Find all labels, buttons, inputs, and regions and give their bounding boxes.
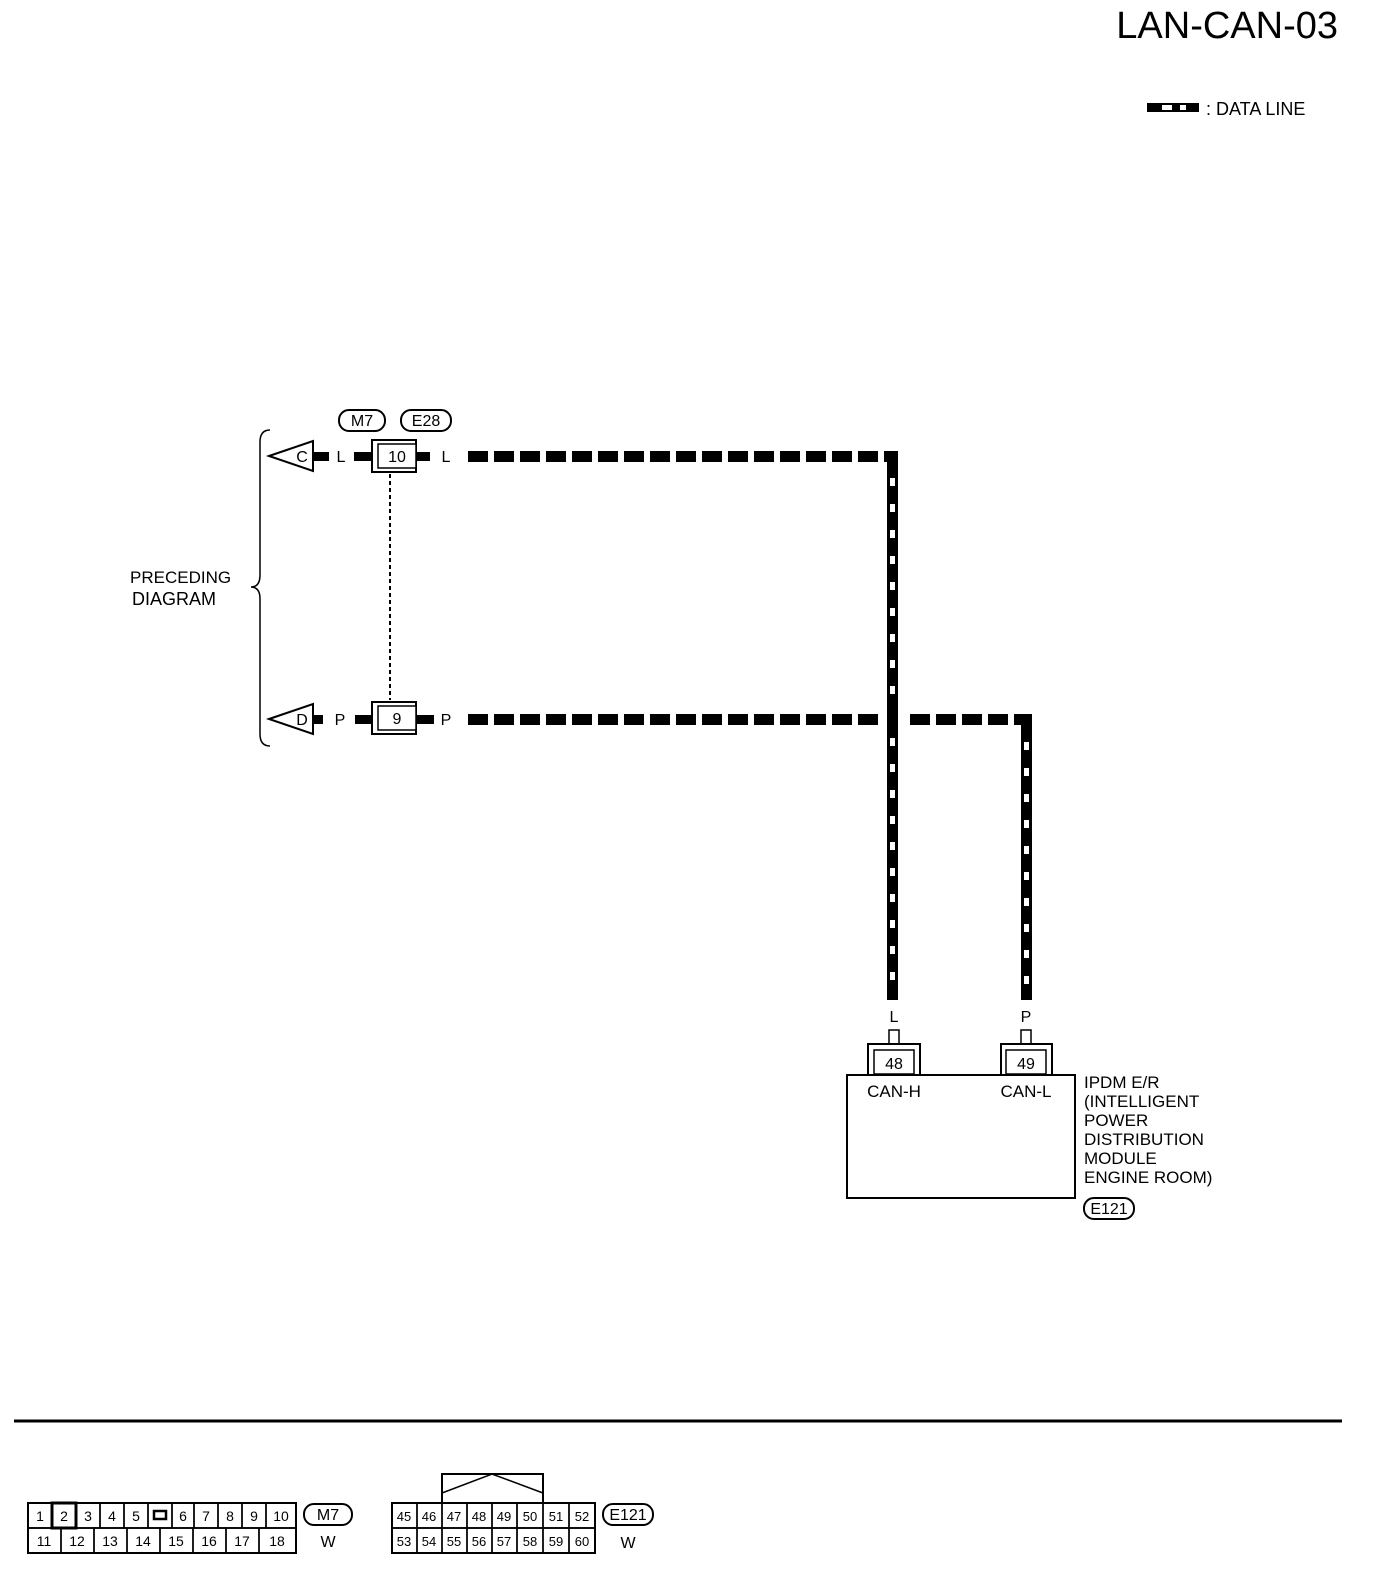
svg-text:47: 47 (447, 1509, 461, 1524)
m7-view-id: M7 (317, 1507, 339, 1524)
arrow-c: C (265, 439, 314, 473)
pin-10: 10 (371, 439, 417, 473)
svg-text:49: 49 (1017, 1056, 1035, 1073)
svg-text:10: 10 (388, 449, 406, 466)
lock-tab-icon (152, 1509, 168, 1521)
svg-text:54: 54 (422, 1534, 436, 1549)
svg-text:57: 57 (497, 1534, 511, 1549)
preceding-diagram-brace: PRECEDING DIAGRAM (130, 429, 271, 747)
svg-text:56: 56 (472, 1534, 486, 1549)
svg-text:52: 52 (575, 1509, 589, 1524)
ipdm-pin-49: 49 (1000, 1043, 1053, 1075)
svg-text:3: 3 (84, 1508, 92, 1524)
wire-color-p-right: P (441, 712, 452, 729)
svg-text:45: 45 (397, 1509, 411, 1524)
svg-text:12: 12 (69, 1533, 85, 1549)
pin-9: 9 (371, 701, 417, 735)
svg-text:9: 9 (250, 1508, 258, 1524)
wire-c-short (313, 452, 329, 461)
svg-text:MODULE: MODULE (1084, 1149, 1157, 1168)
wire-color-l-left: L (337, 449, 346, 466)
svg-text:E121: E121 (1090, 1201, 1127, 1218)
connector-badge-e121: E121 (1083, 1197, 1135, 1220)
m7-view-color: W (320, 1534, 336, 1551)
svg-text:58: 58 (523, 1534, 537, 1549)
wire-d-short-2 (355, 715, 372, 724)
svg-text:POWER: POWER (1084, 1111, 1148, 1130)
svg-text:DISTRIBUTION: DISTRIBUTION (1084, 1130, 1204, 1149)
e121-view-color: W (620, 1535, 636, 1552)
ipdm-name: IPDM E/R (INTELLIGENT POWER DISTRIBUTION… (1084, 1073, 1212, 1187)
preceding-label-line2: DIAGRAM (132, 589, 216, 609)
svg-text:E28: E28 (412, 413, 441, 430)
svg-text:46: 46 (422, 1509, 436, 1524)
svg-text:55: 55 (447, 1534, 461, 1549)
svg-text:50: 50 (523, 1509, 537, 1524)
svg-text:7: 7 (202, 1508, 210, 1524)
legend: : DATA LINE (1147, 99, 1305, 119)
svg-text:13: 13 (102, 1533, 118, 1549)
svg-text:ENGINE ROOM): ENGINE ROOM) (1084, 1168, 1212, 1187)
wire-color-p-left: P (335, 712, 346, 729)
svg-text:11: 11 (37, 1533, 52, 1549)
svg-text:17: 17 (234, 1533, 250, 1549)
wire-c-short-2 (354, 452, 372, 461)
svg-text:2: 2 (60, 1508, 68, 1524)
wire-label-l: L (890, 1009, 899, 1026)
svg-text:18: 18 (269, 1533, 285, 1549)
svg-text:53: 53 (397, 1534, 411, 1549)
ipdm-module: CAN-H CAN-L (846, 1074, 1076, 1199)
svg-text:M7: M7 (351, 413, 373, 430)
svg-text:15: 15 (168, 1533, 184, 1549)
svg-text:49: 49 (497, 1509, 511, 1524)
preceding-label-line1: PRECEDING (130, 568, 231, 587)
data-line-can-h (462, 451, 898, 1000)
wire-color-l-right: L (442, 449, 451, 466)
page-title: LAN-CAN-03 (1116, 5, 1338, 47)
svg-text:1: 1 (36, 1508, 44, 1524)
svg-text:IPDM E/R: IPDM E/R (1084, 1073, 1160, 1092)
legend-label: : DATA LINE (1206, 99, 1305, 119)
connector-badge-m7: M7 (338, 409, 386, 432)
connector-badge-e28: E28 (400, 409, 452, 432)
svg-text:D: D (296, 712, 308, 729)
connector-view-e121: 45 46 47 48 49 50 51 52 53 54 55 56 57 5… (391, 1473, 654, 1554)
svg-text:10: 10 (273, 1508, 289, 1524)
wire-d-short (313, 715, 323, 724)
svg-text:C: C (296, 449, 308, 466)
data-line-can-l (462, 714, 1032, 1000)
data-line-legend-swatch (1147, 103, 1199, 112)
connector-view-m7: 1 2 3 4 5 6 7 8 9 10 11 12 13 14 15 16 1… (27, 1501, 353, 1554)
svg-text:4: 4 (108, 1508, 116, 1524)
can-l-label: CAN-L (1000, 1082, 1051, 1101)
svg-text:60: 60 (575, 1534, 589, 1549)
arrow-d: D (265, 702, 314, 736)
svg-text:51: 51 (549, 1509, 563, 1524)
svg-text:48: 48 (472, 1509, 486, 1524)
svg-text:59: 59 (549, 1534, 563, 1549)
svg-text:9: 9 (393, 711, 402, 728)
svg-text:5: 5 (132, 1508, 140, 1524)
e121-view-id: E121 (609, 1507, 646, 1524)
svg-text:6: 6 (179, 1508, 187, 1524)
svg-text:8: 8 (226, 1508, 234, 1524)
ipdm-pin-48: 48 (867, 1043, 921, 1075)
svg-text:48: 48 (885, 1056, 903, 1073)
wire-label-p: P (1021, 1009, 1032, 1026)
svg-text:16: 16 (201, 1533, 217, 1549)
can-h-label: CAN-H (867, 1082, 921, 1101)
svg-text:(INTELLIGENT: (INTELLIGENT (1084, 1092, 1199, 1111)
svg-text:14: 14 (135, 1533, 151, 1549)
